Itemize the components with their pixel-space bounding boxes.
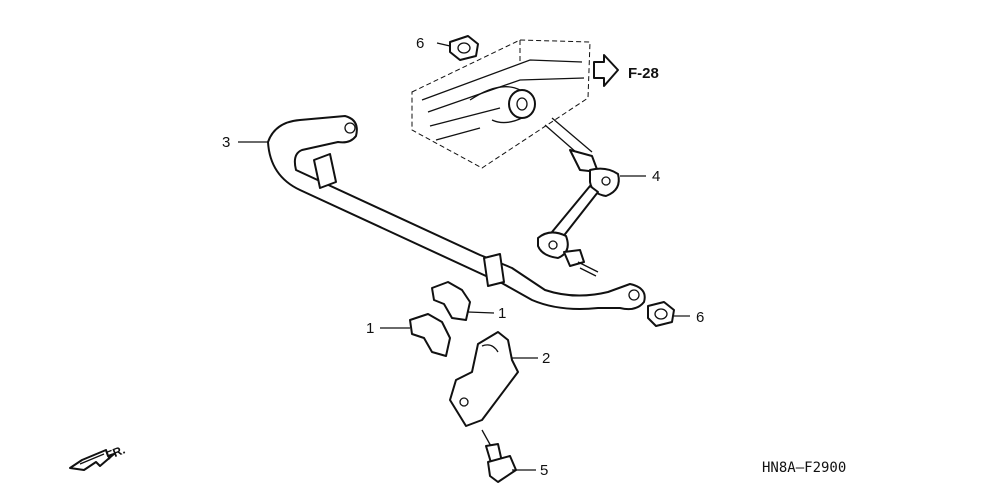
- callout-6-right: 6: [696, 309, 704, 326]
- bushing-upper: [431, 281, 471, 321]
- bushing-lower: [409, 313, 451, 357]
- reference-label: F-28: [628, 65, 659, 82]
- front-direction-arrow: [69, 449, 115, 471]
- callout-3: 3: [222, 134, 230, 151]
- flange-bolt: [481, 429, 517, 483]
- callout-5: 5: [540, 462, 548, 479]
- callout-6-top: 6: [416, 35, 424, 52]
- leader-line: [467, 311, 495, 314]
- front-direction-label: FR.: [104, 443, 127, 463]
- bushing-holder: [449, 331, 519, 427]
- callout-1-left: 1: [366, 320, 374, 337]
- stabilizer-bar: [267, 115, 646, 311]
- leader-line: [436, 42, 451, 47]
- nut-right: [647, 301, 675, 327]
- callout-1-right: 1: [498, 305, 506, 322]
- reference-arrow-icon: [593, 54, 619, 87]
- diagram-code: HN8A—F2900: [762, 460, 846, 476]
- callout-4: 4: [652, 168, 660, 185]
- frame-section: [411, 39, 591, 169]
- callout-2: 2: [542, 350, 550, 367]
- stabilizer-link: [537, 117, 620, 277]
- nut-top: [449, 35, 479, 61]
